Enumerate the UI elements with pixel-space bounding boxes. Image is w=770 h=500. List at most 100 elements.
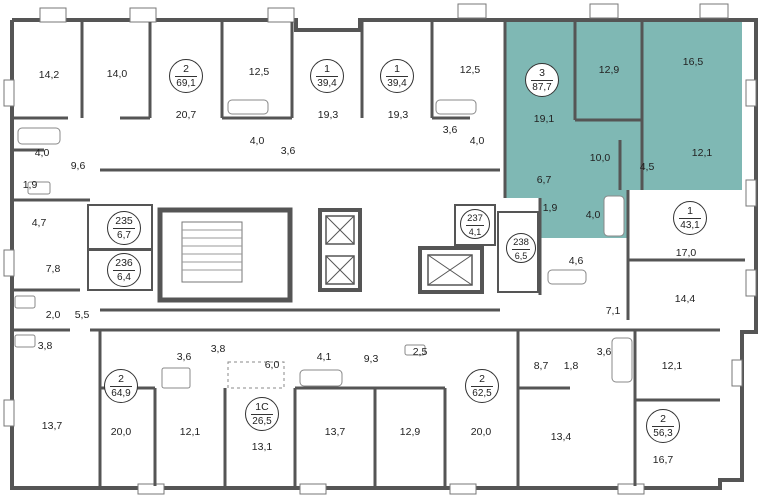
interior-walls xyxy=(14,22,745,486)
badge-type: 1 xyxy=(324,63,330,75)
room-area: 20,7 xyxy=(175,109,197,121)
room-area: 12,1 xyxy=(691,147,713,159)
room-area: 1,9 xyxy=(542,202,558,214)
building-core xyxy=(87,204,539,303)
room-area: 13,7 xyxy=(324,426,346,438)
dashed-boundary xyxy=(227,361,285,389)
room-area: 19,1 xyxy=(533,113,555,125)
windows-left xyxy=(3,79,15,427)
badge-type: 235 xyxy=(115,215,133,227)
room-area: 6,0 xyxy=(264,359,280,371)
highlighted-apartment-3-room[interactable] xyxy=(505,22,742,238)
badge-area: 4,1 xyxy=(468,227,482,237)
windows-bottom xyxy=(137,483,645,495)
room-area: 4,0 xyxy=(34,147,50,159)
room-area: 3,6 xyxy=(280,145,296,157)
windows-top xyxy=(39,3,729,23)
room-area: 9,6 xyxy=(70,160,86,172)
room-area: 4,0 xyxy=(585,209,601,221)
room-area: 3,8 xyxy=(37,340,53,352)
room-area: 14,2 xyxy=(38,69,60,81)
outer-walls xyxy=(10,18,758,490)
badge-type: 236 xyxy=(115,257,133,269)
room-area: 4,1 xyxy=(316,351,332,363)
room-area: 13,4 xyxy=(550,431,572,443)
room-area: 19,3 xyxy=(387,109,409,121)
room-area: 8,7 xyxy=(533,360,549,372)
badge-type: 2 xyxy=(660,413,666,425)
badge-type: 3 xyxy=(539,67,545,79)
room-area: 10,0 xyxy=(589,152,611,164)
badge-type: 1 xyxy=(394,63,400,75)
room-area: 14,0 xyxy=(106,68,128,80)
room-area: 14,4 xyxy=(674,293,696,305)
room-area: 3,8 xyxy=(210,343,226,355)
badge-type: 238 xyxy=(513,237,529,248)
badge-type: 2 xyxy=(183,63,189,75)
badge-area: 39,4 xyxy=(387,78,407,89)
room-area: 9,3 xyxy=(363,353,379,365)
room-area: 3,6 xyxy=(442,124,458,136)
room-area: 12,1 xyxy=(661,360,683,372)
badge-area: 87,7 xyxy=(532,82,552,93)
room-area: 12,5 xyxy=(459,64,481,76)
apartment-badge-1c-26: 1С 26,5 xyxy=(245,397,279,431)
room-area: 4,5 xyxy=(639,161,655,173)
room-area: 13,1 xyxy=(251,441,273,453)
room-area: 7,8 xyxy=(45,263,61,275)
badge-type: 237 xyxy=(467,213,483,224)
badge-area: 6,4 xyxy=(117,272,131,283)
badge-area: 69,1 xyxy=(176,78,196,89)
room-area: 16,5 xyxy=(682,56,704,68)
badge-area: 64,9 xyxy=(111,388,131,399)
room-area: 12,1 xyxy=(179,426,201,438)
room-area: 19,3 xyxy=(317,109,339,121)
badge-area: 26,5 xyxy=(252,416,272,427)
room-area: 20,0 xyxy=(110,426,132,438)
room-area: 7,1 xyxy=(605,305,621,317)
room-area: 6,7 xyxy=(536,174,552,186)
room-area: 12,9 xyxy=(399,426,421,438)
room-area: 4,7 xyxy=(31,217,47,229)
room-area: 17,0 xyxy=(675,247,697,259)
badge-type: 1 xyxy=(687,205,693,217)
room-area: 2,0 xyxy=(45,309,61,321)
room-area: 1,8 xyxy=(563,360,579,372)
room-area: 4,6 xyxy=(568,255,584,267)
badge-area: 6,7 xyxy=(117,230,131,241)
fixtures xyxy=(14,99,633,389)
room-area: 12,5 xyxy=(248,66,270,78)
room-area: 13,7 xyxy=(41,420,63,432)
room-area: 4,0 xyxy=(249,135,265,147)
badge-type: 1С xyxy=(255,401,269,413)
badge-area: 56,3 xyxy=(653,428,673,439)
room-area: 5,5 xyxy=(74,309,90,321)
badge-area: 39,4 xyxy=(317,78,337,89)
room-area: 4,0 xyxy=(469,135,485,147)
room-area: 20,0 xyxy=(470,426,492,438)
room-area: 2,5 xyxy=(412,346,428,358)
room-area: 3,6 xyxy=(176,351,192,363)
room-area: 3,6 xyxy=(596,346,612,358)
badge-type: 2 xyxy=(479,373,485,385)
badge-type: 2 xyxy=(118,373,124,385)
badge-area: 62,5 xyxy=(472,388,492,399)
windows-right xyxy=(731,79,757,387)
badge-area: 43,1 xyxy=(680,220,700,231)
badge-area: 6,5 xyxy=(514,251,528,261)
room-area: 1,9 xyxy=(22,179,38,191)
room-area: 12,9 xyxy=(598,64,620,76)
